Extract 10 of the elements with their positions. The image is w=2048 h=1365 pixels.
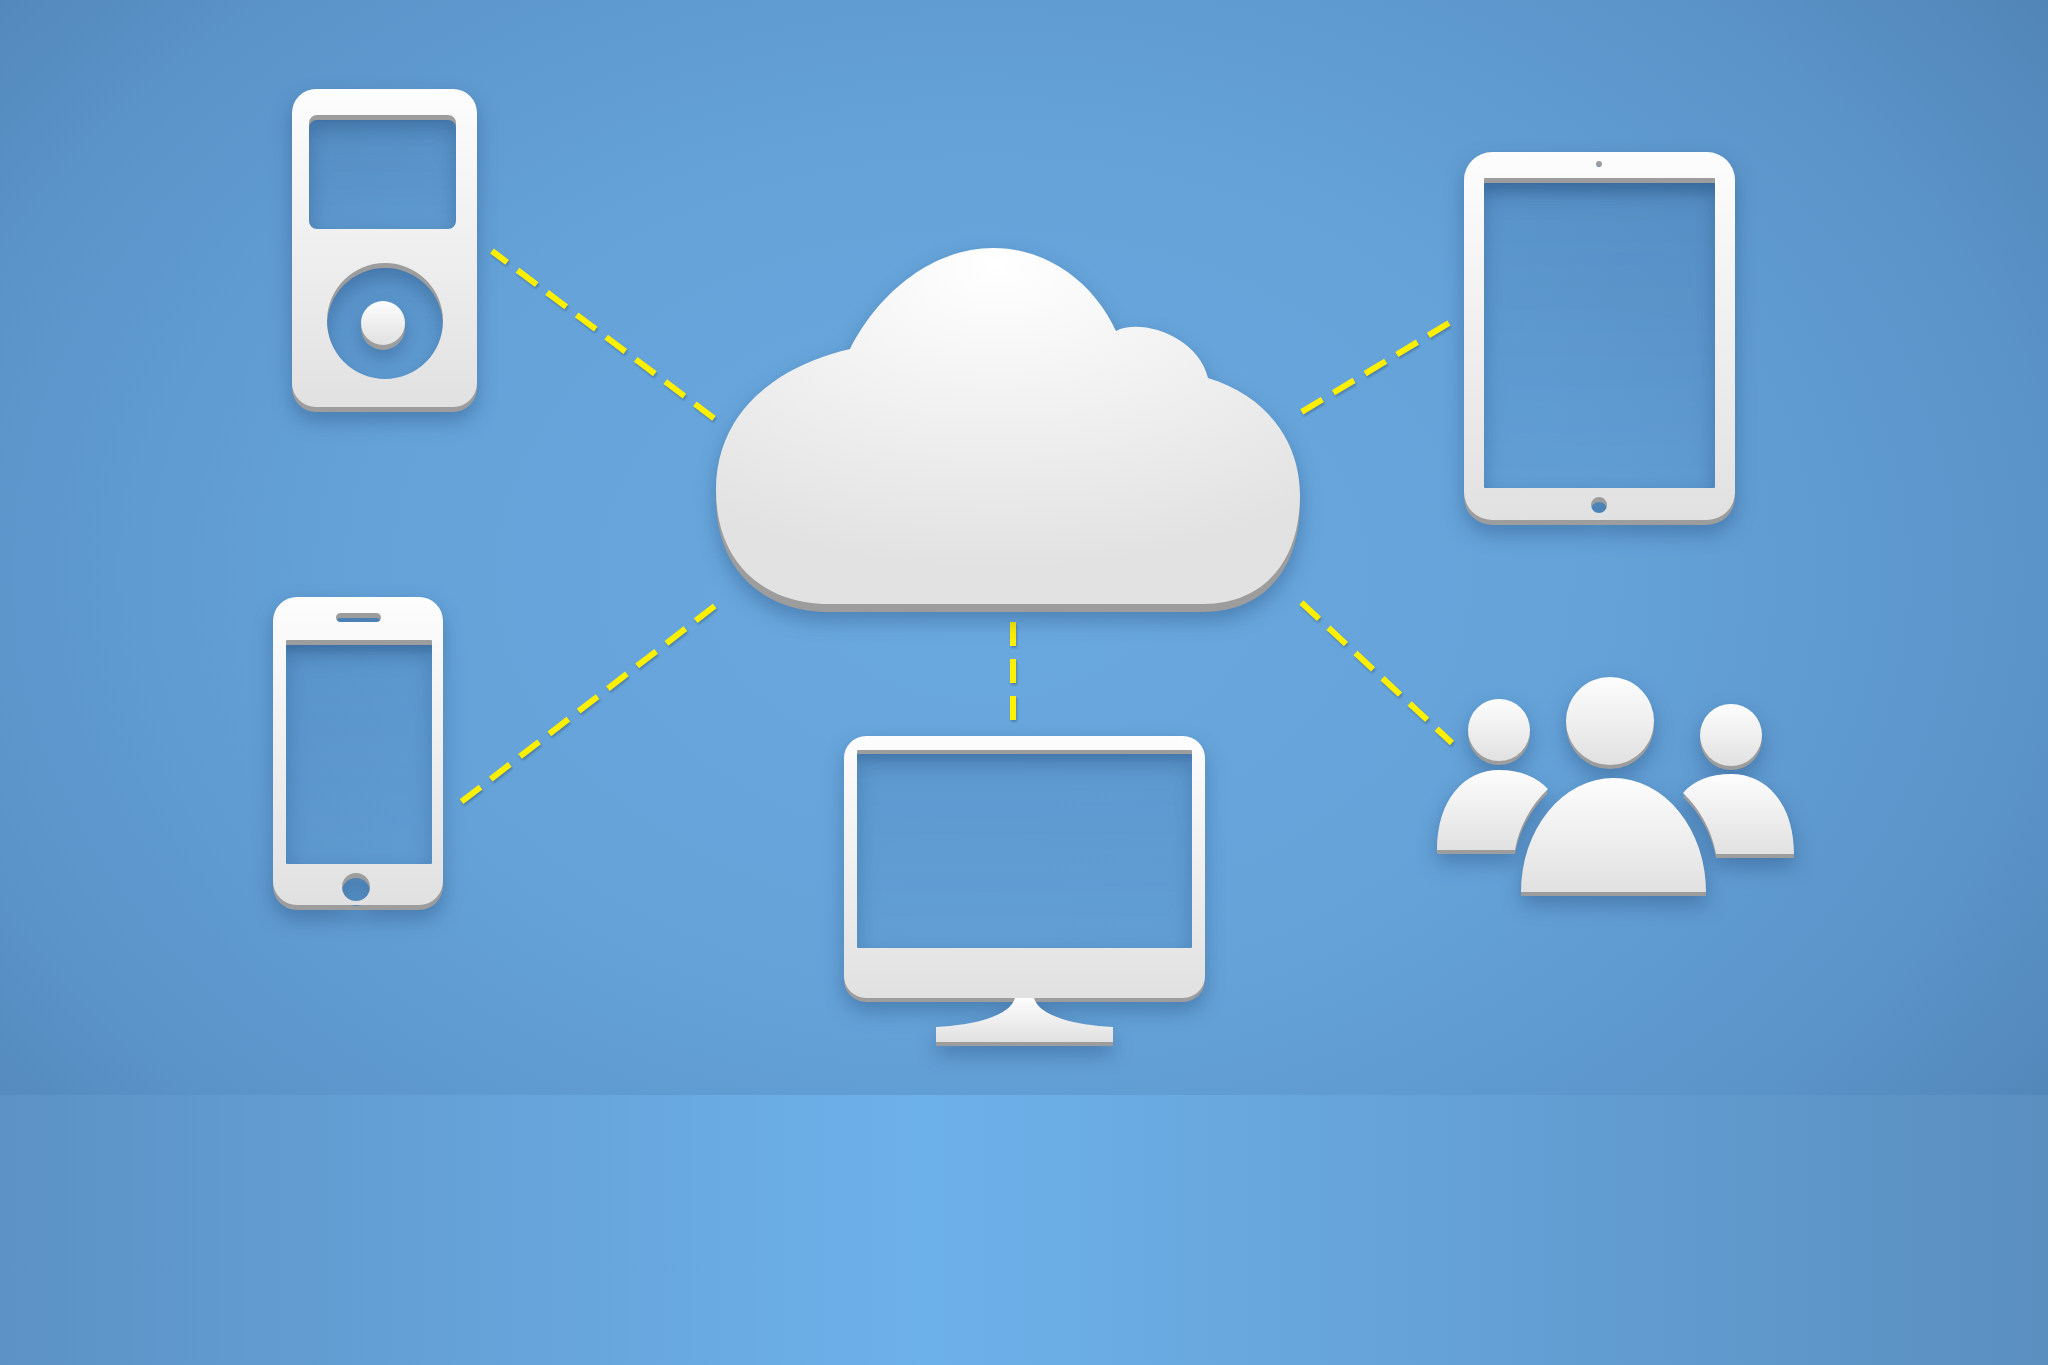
music-player-icon	[292, 89, 477, 412]
smartphone-icon	[273, 597, 443, 910]
dashed-connector	[1299, 600, 1455, 746]
dashed-connector	[490, 248, 716, 421]
dashed-connector	[1300, 320, 1451, 415]
cloud-icon	[716, 248, 1300, 612]
desktop-monitor-icon	[844, 736, 1205, 1046]
tablet-icon	[1464, 152, 1735, 525]
user-group-icon	[1437, 677, 1794, 896]
dashed-connector	[1010, 622, 1016, 722]
